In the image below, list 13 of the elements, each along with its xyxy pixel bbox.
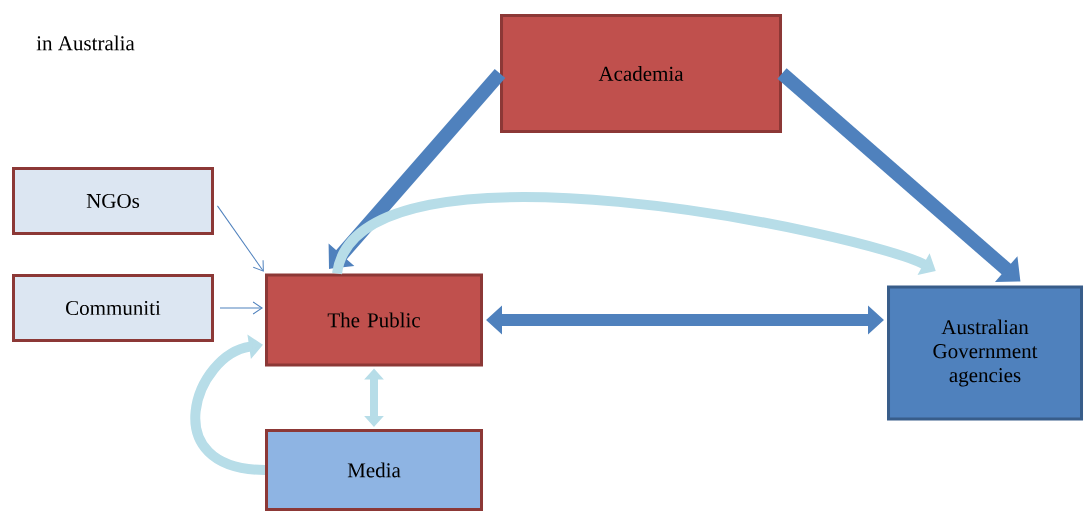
public-box: The Public [265,273,483,367]
government-box: Australian Government agencies [887,285,1083,421]
curved-arrow [332,192,936,276]
arrow [216,205,264,272]
academia-box: Academia [500,14,782,133]
curved-arrow [190,334,266,475]
block-arrow [777,68,1021,282]
organisation-box: NGOs [12,167,214,235]
media-box: Media [265,429,483,511]
caption-text: in Australia [36,35,135,51]
block-arrow [328,68,506,269]
organisation-box: Communiti [12,274,214,342]
arrow [219,301,263,315]
